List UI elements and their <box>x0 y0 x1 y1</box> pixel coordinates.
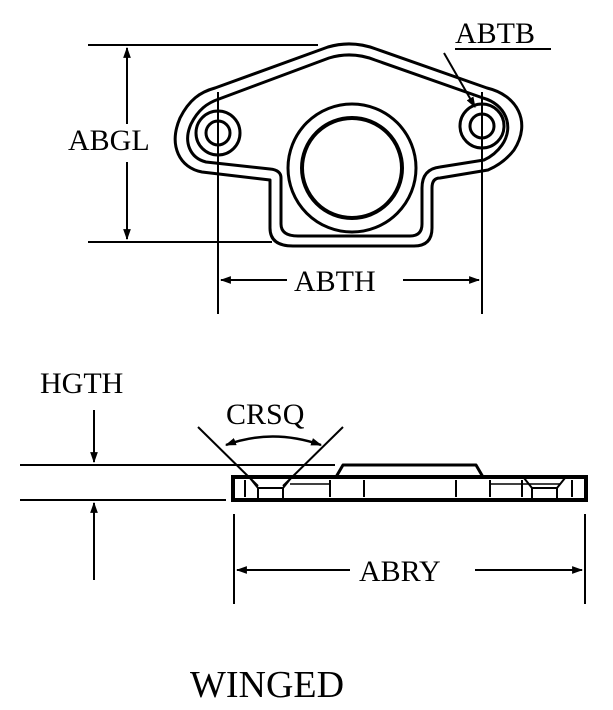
hole-spacing-dimension <box>217 92 483 314</box>
countersink-angle-dimension <box>197 426 344 487</box>
left-countersink <box>249 477 292 498</box>
hole-callout-label: ABTB <box>455 17 535 50</box>
center-boss-inner <box>300 116 404 220</box>
side-plate-body <box>231 475 588 502</box>
height-dimension <box>88 44 318 243</box>
side-view: CRSQ HGTH ABRY <box>20 367 588 604</box>
thickness-label: HGTH <box>40 367 123 400</box>
thickness-dimension <box>20 410 335 580</box>
hole-callout-leader <box>443 48 551 108</box>
plate-outline <box>173 42 524 248</box>
overall-length-dimension <box>233 514 586 604</box>
height-label: ABGL <box>68 124 150 157</box>
side-nut-boss <box>334 463 485 478</box>
top-view: ABGL ABTB ABTH <box>68 17 551 314</box>
diagram-title: WINGED <box>190 664 344 706</box>
side-plate-details <box>244 480 573 497</box>
center-boss-outer <box>286 102 418 234</box>
countersink-angle-label: CRSQ <box>226 398 305 431</box>
overall-length-label: ABRY <box>359 555 441 588</box>
hole-spacing-label: ABTH <box>294 265 376 298</box>
right-countersink <box>523 477 566 498</box>
